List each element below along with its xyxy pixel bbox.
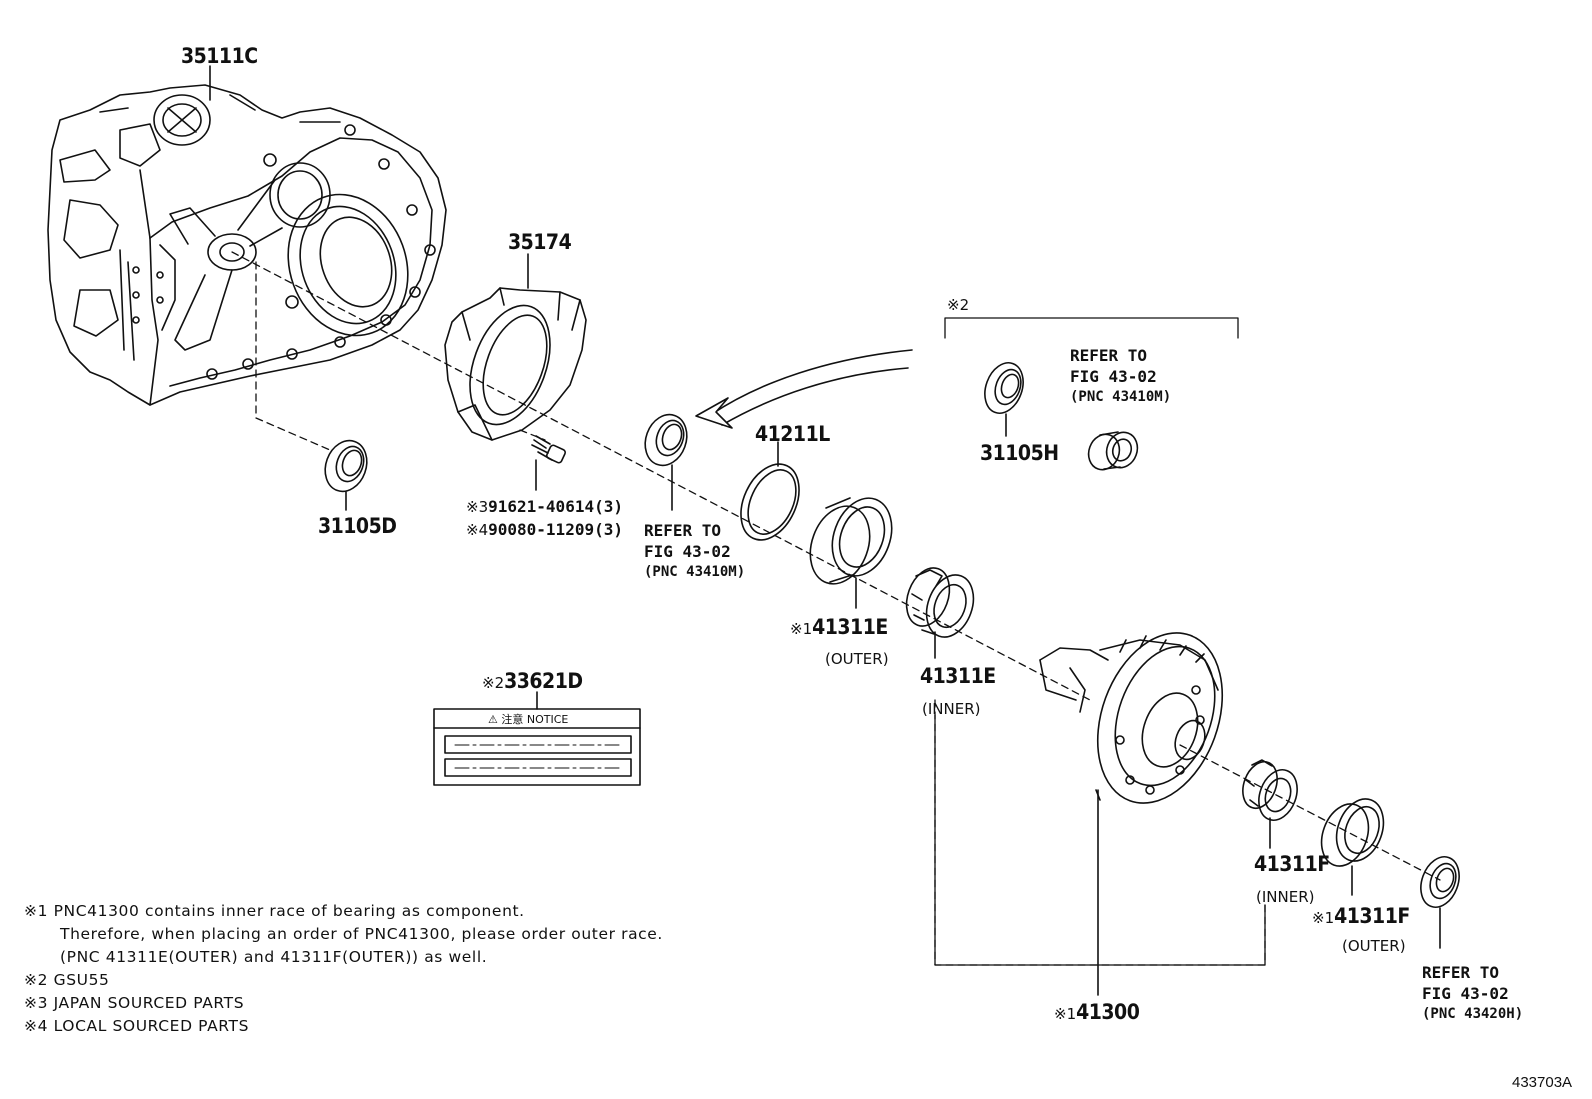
bolt-drawing — [531, 435, 567, 464]
bracket-41300 — [934, 714, 1266, 966]
seal-ref3-drawing — [1420, 856, 1460, 908]
label-41311e-inner: 41311E — [920, 664, 996, 688]
refer-1-line-2: FIG 43-02 — [644, 542, 731, 561]
race-f-inner-drawing — [1242, 759, 1298, 821]
refer-2-line-3: (PNC 43410M) — [1070, 389, 1172, 405]
mark-1-e-outer: ※1 — [790, 620, 813, 638]
note-1-line-2: Therefore, when placing an order of PNC4… — [60, 925, 663, 943]
bracket-gsu55 — [944, 317, 1239, 339]
note-1-line-3: (PNC 41311E(OUTER) and 41311F(OUTER)) as… — [60, 948, 488, 966]
refer-block-2: REFER TO FIG 43-02 (PNC 43410M) — [1070, 345, 1171, 408]
mark-1-diff: ※1 — [1054, 1005, 1077, 1023]
label-41311f-outer: ※141311F — [1312, 904, 1410, 928]
label-41211l: 41211L — [755, 422, 830, 446]
note-4-text: LOCAL SOURCED PARTS — [53, 1017, 250, 1035]
notes-block: ※1 PNC41300 contains inner race of beari… — [24, 900, 663, 1038]
shim-41211l-drawing — [740, 463, 800, 541]
note-3: ※3 JAPAN SOURCED PARTS — [24, 992, 663, 1015]
note-1: ※1 PNC41300 contains inner race of beari… — [24, 900, 663, 923]
label-bolt-local: ※490080-11209(3) — [466, 519, 623, 540]
seal-31105d-drawing — [324, 439, 368, 493]
label-33621d-number: 33621D — [504, 669, 583, 693]
sub-41311f-outer: (OUTER) — [1342, 937, 1406, 955]
label-41311f-inner: 41311F — [1254, 852, 1330, 876]
refer-1-line-1: REFER TO — [644, 521, 722, 540]
mark-4: ※4 — [466, 521, 489, 539]
refer-2-line-1: REFER TO — [1070, 346, 1148, 365]
label-35111c: 35111C — [181, 44, 258, 68]
notice-label-drawing — [433, 708, 641, 786]
label-41311e-outer: ※141311E — [790, 615, 888, 639]
refer-1-line-3: (PNC 43410M) — [644, 564, 746, 580]
seal-31105h-drawing — [984, 362, 1024, 414]
label-bolt-jp: ※391621-40614(3) — [466, 496, 623, 517]
refer-2-line-2: FIG 43-02 — [1070, 367, 1157, 386]
race-f-outer-drawing — [1320, 798, 1385, 867]
refer-3-line-3: (PNC 43420H) — [1422, 1006, 1524, 1022]
race-e-outer-drawing — [809, 497, 893, 585]
refer-block-1: REFER TO FIG 43-02 (PNC 43410M) — [644, 520, 745, 583]
diff-number: 41300 — [1076, 1000, 1140, 1024]
note-4: ※4 LOCAL SOURCED PARTS — [24, 1015, 663, 1038]
figure-id: 433703A — [1512, 1074, 1573, 1091]
race-e-outer-number: 41311E — [812, 615, 888, 639]
bracket-mark-2: ※2 — [947, 296, 970, 314]
plate-35174-drawing — [444, 287, 587, 441]
seal-ref1-drawing — [644, 413, 688, 467]
note-1-line-1: PNC41300 contains inner race of bearing … — [53, 902, 525, 920]
notice-plate-text: ⚠ 注意 NOTICE — [488, 713, 569, 726]
mark-3: ※3 — [466, 498, 489, 516]
race-f-outer-number: 41311F — [1334, 904, 1410, 928]
race-e-inner-drawing — [905, 567, 975, 638]
sub-41311f-inner: (INNER) — [1256, 888, 1315, 906]
transaxle-case-drawing — [47, 84, 447, 406]
note-3-text: JAPAN SOURCED PARTS — [53, 994, 245, 1012]
label-31105h: 31105H — [980, 441, 1059, 465]
note-1-mark: ※1 — [24, 902, 49, 920]
sub-41311e-inner: (INNER) — [922, 700, 981, 718]
note-2-mark: ※2 — [24, 971, 49, 989]
note-2: ※2 GSU55 — [24, 969, 663, 992]
seal-ref2-drawing — [1087, 431, 1139, 471]
label-31105d: 31105D — [318, 514, 397, 538]
label-41300: ※141300 — [1054, 1000, 1140, 1024]
sub-41311e-outer: (OUTER) — [825, 650, 889, 668]
label-35174: 35174 — [508, 230, 572, 254]
refer-block-3: REFER TO FIG 43-02 (PNC 43420H) — [1422, 962, 1523, 1025]
differential-41300-drawing — [1039, 632, 1224, 804]
note-4-mark: ※4 — [24, 1017, 49, 1035]
note-2-text: GSU55 — [53, 971, 110, 989]
bolt-jp-number: 91621-40614(3) — [488, 497, 623, 516]
mark-1-f-outer: ※1 — [1312, 909, 1335, 927]
note-3-mark: ※3 — [24, 994, 49, 1012]
arrow-drawing — [695, 349, 913, 429]
refer-3-line-1: REFER TO — [1422, 963, 1500, 982]
mark-2-label: ※2 — [482, 674, 505, 692]
refer-3-line-2: FIG 43-02 — [1422, 984, 1509, 1003]
label-33621d: ※233621D — [482, 669, 583, 693]
bolt-local-number: 90080-11209(3) — [488, 520, 623, 539]
